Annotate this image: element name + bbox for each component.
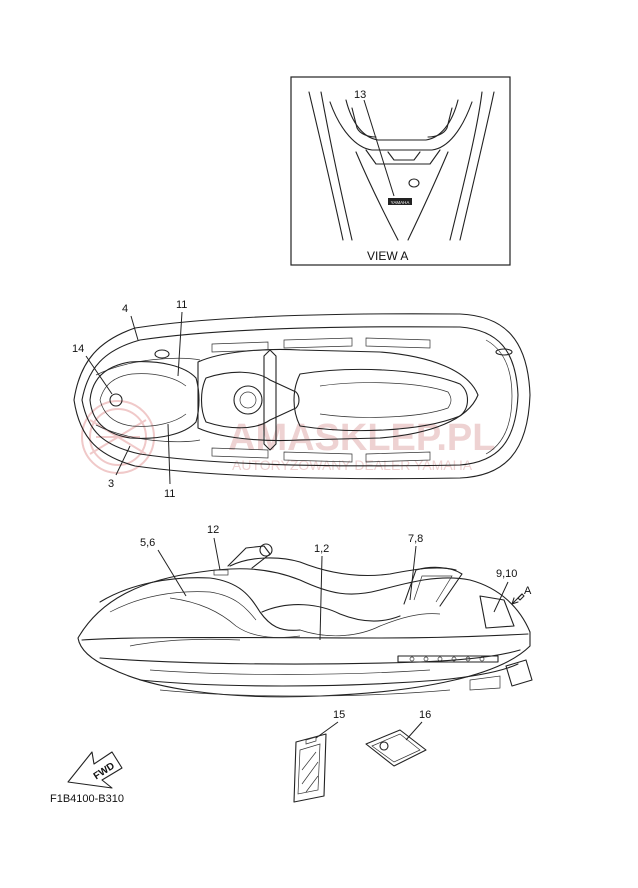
view-a-badge-text: YAMAHA (391, 200, 410, 205)
watermark-subtext: AUTORYZOWANY DEALER YAMAHA (232, 457, 473, 473)
leader-11-top (177, 311, 183, 377)
callout-9-10[interactable]: 9,10 (496, 568, 517, 580)
top-view-callouts: 4 11 14 3 11 (72, 299, 187, 500)
leader-11-bottom (167, 423, 171, 485)
yamaha-badge-icon (388, 198, 412, 205)
callout-14[interactable]: 14 (72, 343, 84, 355)
top-view-drawing (73, 313, 531, 480)
watermark: AMASKLEP.PL AUTORYZOWANY DEALER YAMAHA (81, 400, 495, 474)
view-a-arrow-icon (511, 593, 525, 605)
view-a-title: VIEW A (367, 249, 408, 263)
leader-3 (115, 445, 131, 476)
callout-5-6[interactable]: 5,6 (140, 537, 155, 549)
leader-13 (363, 99, 395, 197)
callout-7-8[interactable]: 7,8 (408, 533, 423, 545)
callout-3[interactable]: 3 (108, 478, 114, 490)
callout-16[interactable]: 16 (419, 709, 431, 721)
view-a-arrow-label: A (524, 585, 532, 597)
leader-15 (315, 721, 339, 739)
view-a-panel: YAMAHA 13 VIEW A (290, 76, 511, 266)
callout-1-2[interactable]: 1,2 (314, 543, 329, 555)
part-16-pouch: 16 (365, 709, 431, 767)
leader-5-6 (157, 549, 187, 597)
leader-16 (405, 721, 423, 741)
callout-4[interactable]: 4 (122, 303, 128, 315)
fwd-arrow-icon: FWD (67, 751, 123, 789)
leader-7-8 (409, 545, 417, 601)
leader-12 (213, 537, 221, 571)
view-a-frame (290, 76, 511, 266)
intake-holes (409, 656, 485, 662)
leader-9-10 (493, 581, 509, 613)
callout-12[interactable]: 12 (207, 524, 219, 536)
callout-15[interactable]: 15 (333, 709, 345, 721)
part-15-card: 15 (293, 709, 345, 803)
view-a-hull-drawing (308, 91, 495, 241)
callout-11-top[interactable]: 11 (176, 299, 187, 311)
leader-14 (85, 355, 113, 395)
diagram-code: F1B4100-B310 (50, 793, 124, 805)
side-view-callouts: 5,6 12 1,2 7,8 9,10 A (140, 524, 532, 641)
callout-13[interactable]: 13 (354, 89, 366, 101)
side-view-drawing (77, 543, 533, 698)
callout-11-bottom[interactable]: 11 (164, 488, 175, 500)
leader-1-2 (319, 555, 323, 641)
leader-4 (130, 315, 139, 341)
